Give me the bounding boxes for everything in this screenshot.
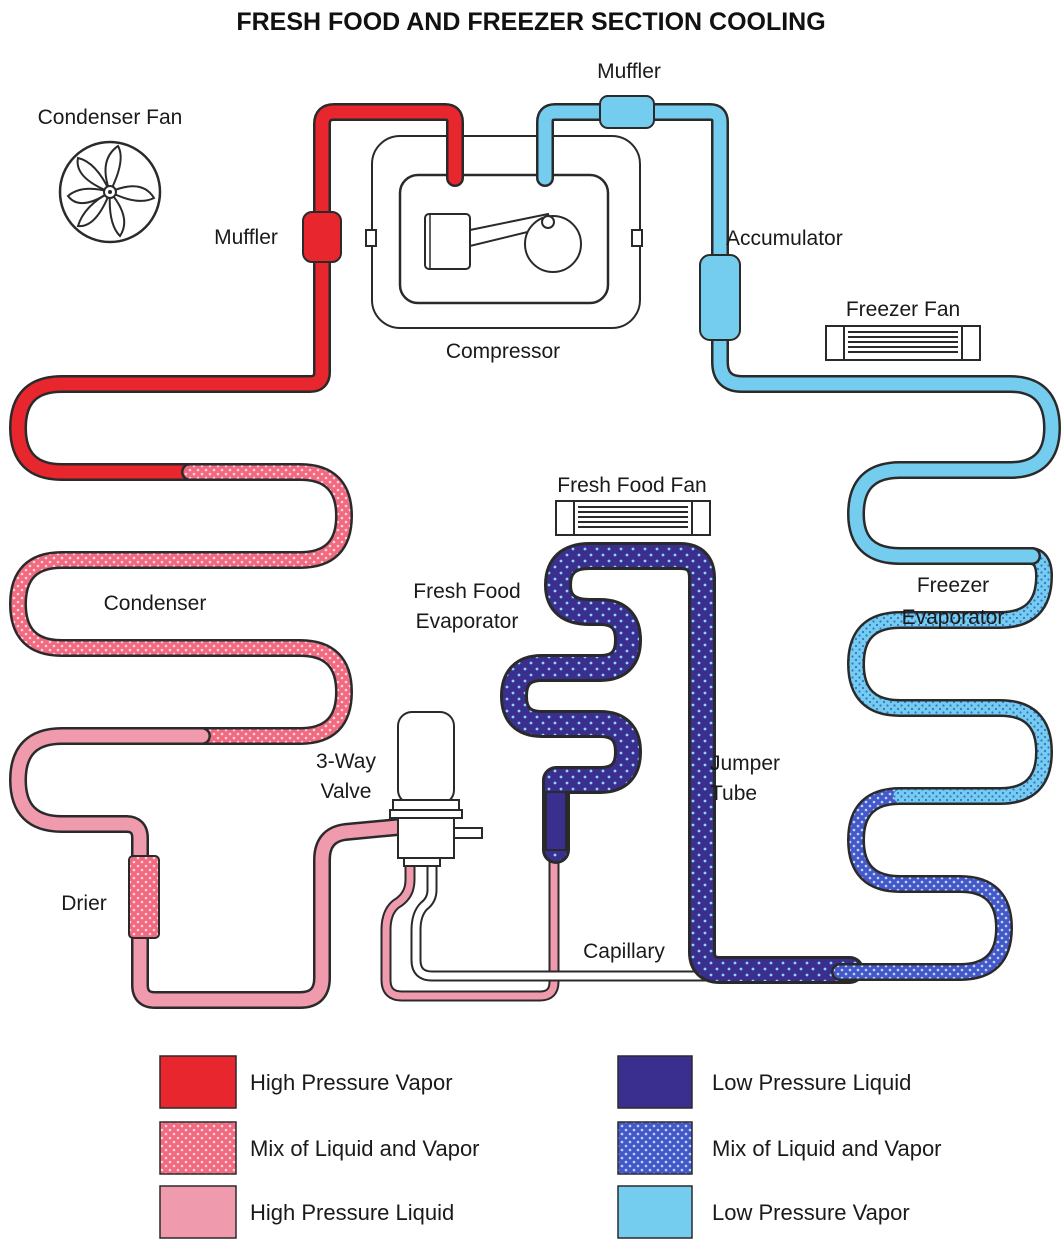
low-pressure-vapor-line (536, 95, 1061, 565)
label-fresh-food-evaporator-line2: Evaporator (416, 610, 519, 633)
low-pressure-liquid-inlet (545, 791, 567, 851)
legend-item: Mix of Liquid and Vapor (159, 1121, 480, 1175)
label-fresh-food-evaporator-line1: Fresh Food (413, 580, 520, 603)
legend-item: Mix of Liquid and Vapor (617, 1121, 942, 1175)
muffler-top (599, 95, 655, 129)
drier (128, 855, 160, 939)
label-three-way-valve-line1: 3-Way (316, 750, 376, 773)
muffler-left (302, 211, 342, 263)
label-fresh-food-fan: Fresh Food Fan (557, 474, 706, 497)
high-pressure-vapor-line (9, 103, 464, 481)
legend-swatch-low-pressure-vapor (617, 1185, 693, 1239)
diagram-title: FRESH FOOD AND FREEZER SECTION COOLING (236, 8, 825, 36)
high-pressure-liquid-line (9, 727, 560, 1009)
label-capillary: Capillary (583, 940, 665, 963)
legend-item: Low Pressure Liquid (617, 1055, 911, 1109)
label-compressor: Compressor (446, 340, 560, 363)
label-condenser-fan: Condenser Fan (38, 106, 183, 129)
legend-swatch-low-pressure-liquid (617, 1055, 693, 1109)
label-freezer-fan: Freezer Fan (846, 298, 960, 321)
legend-swatch-high-mix (159, 1121, 237, 1175)
three-way-valve (389, 711, 483, 867)
label-freezer-evaporator-line1: Freezer (917, 574, 989, 597)
fresh-food-evaporator (500, 542, 864, 984)
freezer-fan-icon (825, 325, 981, 361)
label-condenser: Condenser (104, 592, 207, 615)
label-three-way-valve-line2: Valve (321, 780, 372, 803)
legend-swatch-low-mix (617, 1121, 693, 1175)
label-accumulator: Accumulator (726, 227, 843, 250)
legend-swatch-high-pressure-vapor (159, 1055, 237, 1109)
legend-swatch-high-pressure-liquid (159, 1185, 237, 1239)
condenser-fan-icon (58, 140, 162, 244)
legend-item: High Pressure Liquid (159, 1185, 454, 1239)
label-muffler-left: Muffler (214, 226, 278, 249)
legend-label: Mix of Liquid and Vapor (712, 1136, 942, 1161)
legend-item: Low Pressure Vapor (617, 1185, 910, 1239)
legend-label: High Pressure Vapor (250, 1070, 453, 1095)
fresh-food-fan-icon (555, 500, 711, 536)
label-jumper-tube-line1: Jumper (710, 752, 780, 775)
legend-item: High Pressure Vapor (159, 1055, 453, 1109)
compressor (365, 135, 643, 329)
legend: High Pressure Vapor Mix of Liquid and Va… (159, 1055, 942, 1239)
label-muffler-top: Muffler (597, 60, 661, 83)
legend-label: Low Pressure Liquid (712, 1070, 911, 1095)
freezer-evaporator (831, 547, 1053, 981)
legend-label: Mix of Liquid and Vapor (250, 1136, 480, 1161)
label-freezer-evaporator-line2: Evaporator (902, 606, 1005, 629)
label-jumper-tube-line2: Tube (710, 782, 757, 805)
legend-label: High Pressure Liquid (250, 1200, 454, 1225)
legend-label: Low Pressure Vapor (712, 1200, 910, 1225)
capillary-line (410, 856, 856, 982)
condenser-coil (9, 463, 353, 745)
accumulator (699, 254, 741, 341)
label-drier: Drier (61, 892, 107, 915)
